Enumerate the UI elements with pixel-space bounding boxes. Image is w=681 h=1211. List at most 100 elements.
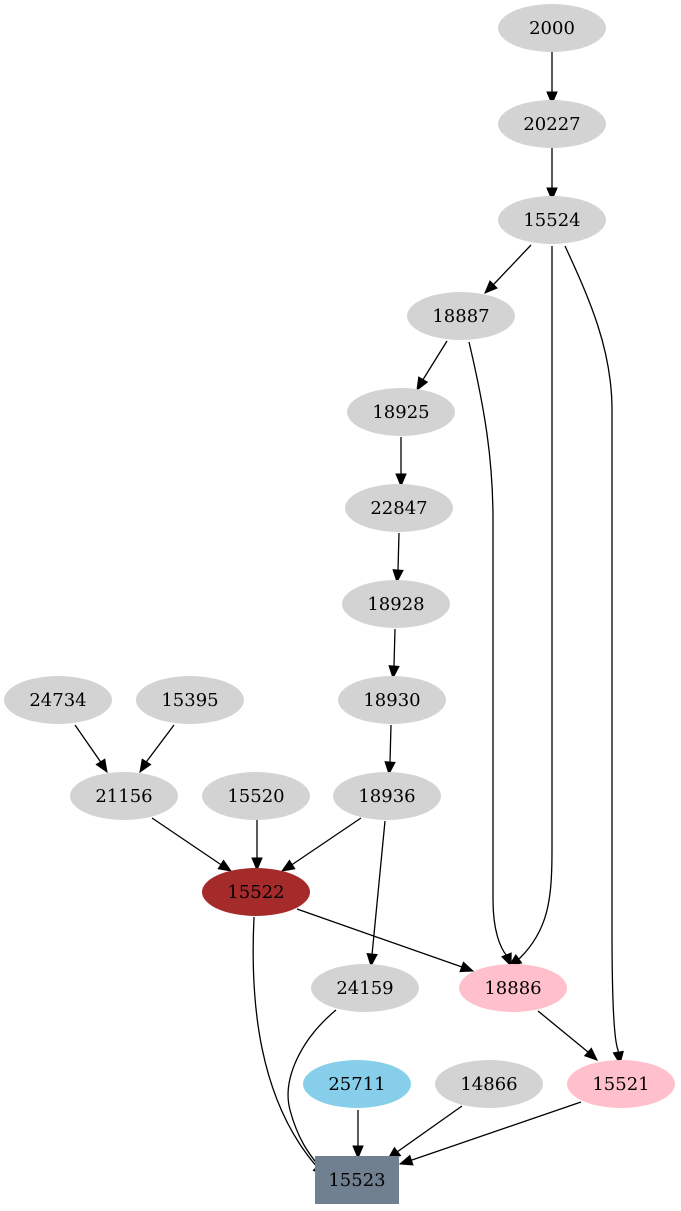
edge-15395-to-21156 [139, 724, 175, 774]
arrowhead-icon [139, 758, 152, 774]
edge-14866-to-15523 [386, 1105, 463, 1160]
node-24159[interactable]: 24159 [311, 964, 419, 1012]
edge-18886-to-15521 [537, 1010, 598, 1061]
node-label: 18887 [432, 306, 489, 327]
node-ellipse-shape [202, 772, 310, 820]
node-ellipse-shape [498, 196, 606, 244]
edge-18928-to-18930 [388, 628, 400, 680]
edge-15522-to-18886 [296, 908, 475, 973]
node-ellipse-shape [459, 964, 567, 1012]
node-ellipse-shape [70, 772, 178, 820]
node-label: 21156 [95, 786, 152, 807]
node-label: 15522 [227, 882, 284, 903]
node-18936[interactable]: 18936 [333, 772, 441, 820]
node-label: 18886 [484, 978, 541, 999]
node-ellipse-shape [498, 100, 606, 148]
node-ellipse-shape [567, 1060, 675, 1108]
arrowhead-icon [392, 569, 404, 584]
node-label: 15523 [328, 1170, 385, 1191]
edge-line [468, 341, 512, 967]
node-15521[interactable]: 15521 [567, 1060, 675, 1108]
node-18887[interactable]: 18887 [407, 292, 515, 340]
arrowhead-icon [583, 1047, 598, 1061]
edge-15524-to-18886 [507, 246, 553, 967]
node-ellipse-shape [136, 676, 244, 724]
node-ellipse-shape [498, 4, 606, 52]
edge-18936-to-15522 [280, 817, 362, 872]
node-20227[interactable]: 20227 [498, 100, 606, 148]
node-18886[interactable]: 18886 [459, 964, 567, 1012]
node-label: 24734 [29, 690, 86, 711]
node-15524[interactable]: 15524 [498, 196, 606, 244]
arrowhead-icon [398, 1154, 414, 1166]
arrowhead-icon [280, 859, 296, 872]
node-15520[interactable]: 15520 [202, 772, 310, 820]
node-18925[interactable]: 18925 [347, 388, 455, 436]
node-ellipse-shape [333, 772, 441, 820]
node-24734[interactable]: 24734 [4, 676, 112, 724]
edge-line [296, 908, 474, 972]
node-ellipse-shape [202, 868, 310, 916]
edge-18925-to-22847 [395, 437, 407, 488]
edge-22847-to-18928 [392, 532, 404, 584]
edge-21156-to-15522 [151, 817, 233, 872]
node-box-shape [315, 1156, 399, 1204]
node-label: 18928 [367, 594, 424, 615]
node-label: 2000 [529, 18, 575, 39]
edge-15522-to-15523 [252, 916, 326, 1177]
edge-line [151, 817, 232, 872]
node-18930[interactable]: 18930 [338, 676, 446, 724]
arrowhead-icon [501, 952, 512, 968]
node-25711[interactable]: 25711 [303, 1060, 411, 1108]
node-label: 24159 [336, 978, 393, 999]
edge-line [508, 246, 553, 967]
edge-line [281, 817, 362, 872]
edge-15521-to-15523 [398, 1101, 582, 1166]
node-ellipse-shape [4, 676, 112, 724]
node-ellipse-shape [303, 1060, 411, 1108]
node-label: 15521 [592, 1074, 649, 1095]
edge-18887-to-18925 [416, 340, 448, 392]
arrowhead-icon [395, 473, 407, 488]
node-label: 20227 [523, 114, 580, 135]
edge-line [399, 1101, 582, 1165]
node-label: 15520 [227, 786, 284, 807]
edge-line [252, 916, 326, 1177]
node-ellipse-shape [311, 964, 419, 1012]
edge-line [287, 1009, 337, 1177]
node-15395[interactable]: 15395 [136, 676, 244, 724]
arrowhead-icon [217, 859, 233, 872]
edge-line [564, 245, 621, 1065]
node-15523[interactable]: 15523 [315, 1156, 399, 1204]
edge-25711-to-15523 [352, 1110, 364, 1160]
node-18928[interactable]: 18928 [342, 580, 450, 628]
node-ellipse-shape [345, 484, 453, 532]
node-ellipse-shape [435, 1060, 543, 1108]
nodes-layer: 2000 20227 15524 18887 18925 22847 18928 18930 2… [4, 4, 675, 1204]
node-22847[interactable]: 22847 [345, 484, 453, 532]
node-label: 22847 [370, 498, 427, 519]
arrowhead-icon [251, 857, 263, 872]
node-2000[interactable]: 2000 [498, 4, 606, 52]
edge-15524-to-18887 [484, 244, 532, 294]
edge-line [387, 1105, 463, 1160]
node-ellipse-shape [342, 580, 450, 628]
arrowhead-icon [384, 761, 396, 776]
arrowhead-icon [546, 187, 558, 202]
node-14866[interactable]: 14866 [435, 1060, 543, 1108]
arrowhead-icon [484, 280, 498, 294]
node-21156[interactable]: 21156 [70, 772, 178, 820]
edge-15520-to-15522 [251, 820, 263, 872]
edge-15524-to-15521 [564, 245, 624, 1066]
edge-line [370, 820, 386, 967]
edge-24734-to-21156 [74, 724, 108, 774]
node-label: 18930 [363, 690, 420, 711]
node-15522[interactable]: 15522 [202, 868, 310, 916]
edge-20227-to-15524 [546, 148, 558, 202]
edge-18936-to-24159 [366, 820, 386, 968]
node-label: 18936 [358, 786, 415, 807]
arrowhead-icon [546, 91, 558, 106]
arrowhead-icon [459, 961, 475, 973]
node-label: 25711 [328, 1074, 385, 1095]
